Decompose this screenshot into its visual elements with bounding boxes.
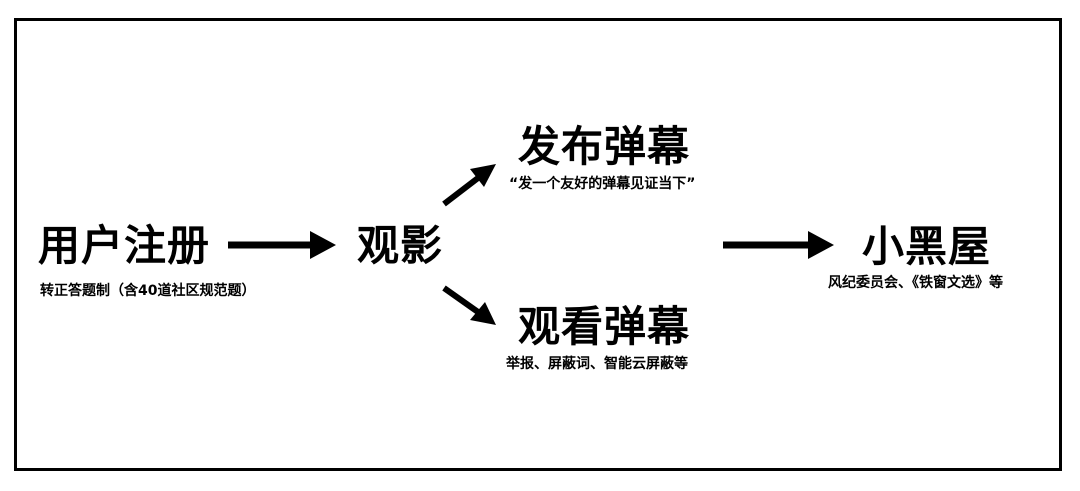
- view-title: 观看弹幕: [518, 302, 691, 351]
- arrow-watch-to-view: [442, 285, 496, 325]
- arrow-register-to-watch: [228, 231, 336, 259]
- register-title: 用户注册: [38, 221, 211, 270]
- register-subtitle: 转正答题制（含40道社区规范题）: [40, 283, 256, 299]
- blackroom-title: 小黑屋: [862, 222, 992, 271]
- diagram-frame: [14, 18, 1062, 471]
- view-subtitle: 举报、屏蔽词、智能云屏蔽等: [506, 356, 688, 372]
- watch-title: 观影: [357, 221, 444, 270]
- blackroom-subtitle: 风纪委员会、《铁窗文选》等: [828, 275, 1003, 291]
- publish-title: 发布弹幕: [518, 122, 691, 171]
- arrow-watch-to-publish: [442, 164, 496, 207]
- arrow-to-blackroom: [723, 231, 834, 259]
- publish-subtitle: “发一个友好的弹幕见证当下”: [509, 176, 696, 192]
